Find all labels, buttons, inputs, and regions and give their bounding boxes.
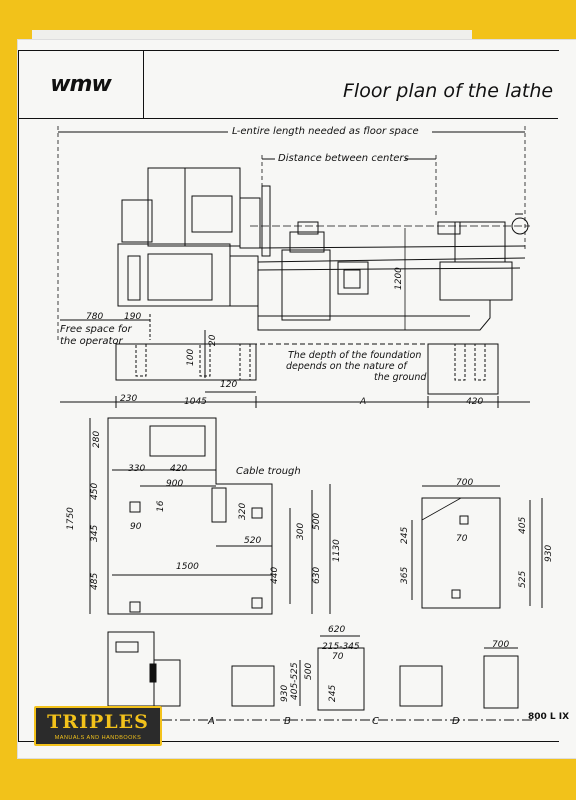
depth-note-line3: the ground — [374, 372, 427, 383]
dim-245: 245 — [400, 526, 410, 544]
dim-100: 100 — [186, 348, 196, 366]
dim-700b: 700 — [492, 640, 510, 650]
dim-1200: 1200 — [394, 267, 404, 290]
drawing-sheet — [18, 40, 576, 758]
dim-16: 16 — [156, 500, 166, 512]
dim-450: 450 — [90, 482, 100, 500]
dim-630: 630 — [312, 566, 322, 584]
dim-405b: 405 — [290, 682, 300, 700]
dim-520: 520 — [244, 536, 262, 546]
wmw-logo: wmw — [50, 71, 112, 97]
dim-20: 20 — [208, 334, 218, 346]
dim-70b: 70 — [332, 652, 344, 662]
dim-1750: 1750 — [66, 507, 76, 530]
dim-440: 440 — [270, 566, 280, 584]
foundation-plan-large — [89, 417, 331, 615]
overall-length-dimension — [57, 126, 526, 340]
lathe-elevation — [115, 167, 530, 395]
foundation-width-dimension — [60, 396, 530, 408]
dim-70: 70 — [456, 534, 468, 544]
dim-330: 330 — [128, 464, 146, 474]
section-label-B: B — [284, 716, 291, 727]
sheet-number: 800 L IX — [528, 712, 570, 722]
dim-A: A — [360, 397, 367, 407]
dim-245b: 245 — [328, 684, 338, 702]
section-label-C: C — [372, 716, 379, 727]
triples-watermark-logo: TRIPLES MANUALS AND HANDBOOKS — [34, 706, 162, 746]
dim-930: 930 — [544, 544, 554, 562]
dim-1130: 1130 — [332, 539, 342, 562]
dim-120: 120 — [220, 380, 238, 390]
dim-215: 215 — [322, 642, 340, 652]
drawing-frame — [18, 50, 559, 742]
dim-90: 90 — [130, 522, 142, 532]
dim-485: 485 — [90, 572, 100, 590]
dim-230: 230 — [120, 394, 138, 404]
dim-500b: 500 — [304, 662, 314, 680]
logo-cell: wmw — [18, 50, 144, 118]
page-title: Floor plan of the lathe — [343, 80, 554, 102]
dim-1500: 1500 — [176, 562, 199, 572]
dim-700: 700 — [456, 478, 474, 488]
cable-trough-label: Cable trough — [236, 466, 301, 477]
dim-190: 190 — [124, 312, 142, 322]
operator-label: the operator — [60, 336, 123, 347]
dim-525: 525 — [518, 570, 528, 588]
dim-930b: 930 — [280, 684, 290, 702]
free-space-label: Free space for — [60, 324, 132, 335]
dim-320: 320 — [238, 502, 248, 520]
dim-1045: 1045 — [184, 397, 207, 407]
watermark-sub-text: MANUALS AND HANDBOOKS — [54, 735, 142, 741]
title-block: wmw Floor plan of the lathe — [18, 50, 558, 119]
section-label-A: A — [208, 716, 215, 727]
dim-620: 620 — [328, 625, 346, 635]
foundation-plan-tailstock — [411, 485, 543, 609]
dim-405: 405 — [518, 516, 528, 534]
distance-centers-label: Distance between centers — [278, 153, 409, 164]
dim-420: 420 — [466, 397, 484, 407]
entire-length-label: L-entire length needed as floor space — [232, 126, 419, 137]
free-space-dimension — [60, 314, 256, 393]
watermark-main-text: TRIPLES — [47, 711, 149, 733]
dim-345: 345 — [90, 524, 100, 542]
dim-900: 900 — [166, 479, 184, 489]
dim-280: 280 — [92, 430, 102, 448]
dim-420b: 420 — [170, 464, 188, 474]
depth-note-line2: depends on the nature of — [286, 361, 407, 372]
dim-300: 300 — [296, 522, 306, 540]
section-label-D: D — [452, 716, 460, 727]
dim-345b: 345 — [342, 642, 360, 652]
dim-405b-525: 405-525 — [290, 662, 300, 700]
dim-365: 365 — [400, 566, 410, 584]
dim-500: 500 — [312, 512, 322, 530]
dim-780: 780 — [86, 312, 104, 322]
dim-215-345: 215-345 — [322, 642, 360, 652]
depth-note-line1: The depth of the foundation — [288, 350, 422, 361]
dim-525b: 525 — [290, 662, 300, 680]
